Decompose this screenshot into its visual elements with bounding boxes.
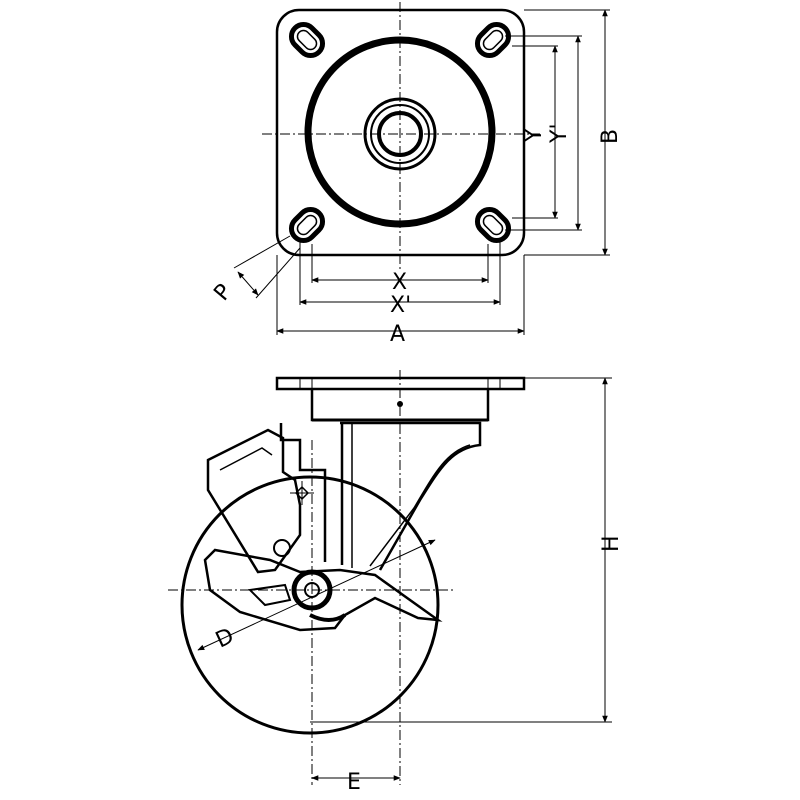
mounting-slot-bottom-left	[288, 206, 326, 244]
label-d: D	[212, 624, 238, 654]
side-view-dimensions	[197, 377, 612, 781]
label-p: P	[209, 280, 237, 306]
label-y1: Y'	[547, 124, 572, 145]
label-e: E	[347, 770, 361, 795]
fork-body	[340, 421, 482, 571]
label-b: B	[598, 129, 623, 144]
label-y: Y	[522, 128, 547, 143]
kingpin-mark	[397, 401, 403, 407]
side-view-centerlines	[168, 370, 455, 785]
mounting-slot-top-right	[474, 21, 512, 59]
label-x1: X'	[390, 293, 411, 318]
label-a: A	[390, 322, 405, 347]
wheel	[180, 475, 440, 735]
dim-line-d	[197, 539, 436, 651]
top-view	[262, 2, 540, 272]
top-view-dimensions	[233, 9, 610, 335]
mounting-slot-bottom-right	[474, 206, 512, 244]
top-view-centerlines	[262, 2, 540, 272]
fork-bolt-mark	[290, 481, 314, 505]
label-x: X	[392, 270, 407, 295]
mounting-slot-top-left	[288, 21, 326, 59]
label-h: H	[599, 535, 624, 552]
side-view	[168, 370, 526, 785]
brake-pin	[273, 539, 291, 557]
dim-line-p	[237, 271, 259, 296]
